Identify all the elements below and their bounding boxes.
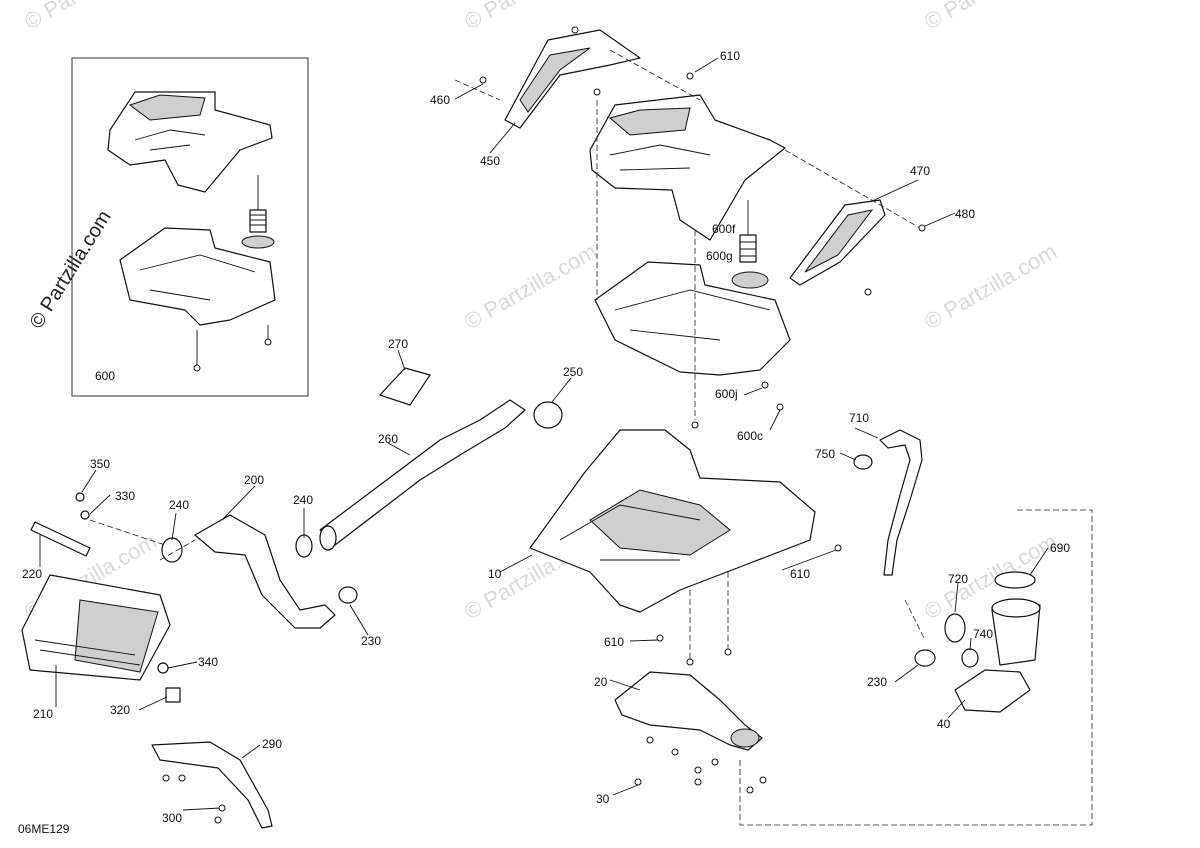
- upper-airbox: [589, 94, 786, 241]
- callout-230-left: 230: [361, 634, 381, 648]
- duct-20: [614, 671, 763, 751]
- callout-10: 10: [488, 567, 502, 581]
- callout-600: 600: [95, 369, 115, 383]
- leader-lines: [39, 57, 1049, 811]
- callout-330: 330: [115, 489, 135, 503]
- tube-260: [319, 399, 526, 551]
- watermark-main: © Partzilla.com: [26, 207, 116, 333]
- inset-lower-housing: [119, 227, 276, 365]
- inset-upper-housing: [107, 91, 273, 193]
- callout-710: 710: [849, 411, 869, 425]
- alignment-lines: [89, 49, 926, 660]
- nut-340: [157, 662, 169, 674]
- callout-30: 30: [596, 792, 610, 806]
- callout-210: 210: [33, 707, 53, 721]
- callout-260: 260: [378, 432, 398, 446]
- rod-220: [30, 521, 91, 557]
- callout-230-right: 230: [867, 675, 887, 689]
- callout-470: 470: [910, 164, 930, 178]
- callout-200: 200: [244, 473, 264, 487]
- clamp-240-left: [161, 537, 183, 563]
- clamp-250: [533, 401, 563, 429]
- callout-600f: 600f: [712, 222, 736, 236]
- duct-270: [379, 367, 431, 406]
- callout-240-left: 240: [169, 498, 189, 512]
- callout-600g: 600g: [706, 249, 733, 263]
- callout-480: 480: [955, 207, 975, 221]
- callout-320: 320: [110, 703, 130, 717]
- clamp-240-right: [295, 534, 313, 558]
- spring-600g: [731, 200, 769, 289]
- callout-300: 300: [162, 811, 182, 825]
- dashed-outline-right: [739, 509, 1093, 826]
- callout-220: 220: [22, 567, 42, 581]
- inset-spring-bolt: [241, 175, 275, 249]
- bracket-290: [151, 741, 273, 829]
- callout-750: 750: [815, 447, 835, 461]
- watermark-tile: © Partzilla.com: [920, 0, 1061, 34]
- watermark-tile: © Partzilla.com: [460, 239, 601, 335]
- inset-frame-600: [71, 57, 309, 397]
- callout-20: 20: [594, 675, 608, 689]
- intercooler-210: [21, 574, 171, 681]
- base-10: [529, 429, 816, 613]
- callout-740: 740: [973, 627, 993, 641]
- canister-40: [954, 571, 1041, 713]
- callout-40: 40: [937, 717, 951, 731]
- callout-610-low: 610: [604, 635, 624, 649]
- bracket-320: [165, 687, 181, 703]
- callout-460: 460: [430, 93, 450, 107]
- callout-600j: 600j: [715, 387, 738, 401]
- clamp-230-left: [338, 586, 358, 604]
- callout-720: 720: [948, 572, 968, 586]
- screws: [162, 26, 926, 824]
- watermark-tile: © Partzilla.com: [460, 0, 601, 34]
- nut-350: [75, 492, 85, 502]
- hose-710: [879, 429, 923, 576]
- callout-290: 290: [262, 737, 282, 751]
- callout-350: 350: [90, 457, 110, 471]
- cover-470: [789, 199, 886, 286]
- callout-690: 690: [1050, 541, 1070, 555]
- lower-airbox: [594, 261, 791, 376]
- callout-610-mid: 610: [790, 567, 810, 581]
- callout-270: 270: [388, 337, 408, 351]
- watermark-tile: © Partzilla.com: [920, 239, 1061, 335]
- callout-340: 340: [198, 655, 218, 669]
- clamp-230-right: [914, 649, 936, 667]
- fitting-720: [944, 613, 966, 643]
- callout-610-top: 610: [720, 49, 740, 63]
- fitting-740: [961, 648, 979, 668]
- washer-330: [80, 510, 90, 520]
- watermark-tile: © Partzilla.com: [20, 0, 161, 34]
- fitting-750: [853, 454, 873, 470]
- callout-240-right: 240: [293, 493, 313, 507]
- callout-250: 250: [563, 365, 583, 379]
- hose-200: [194, 514, 336, 629]
- cover-450: [504, 29, 641, 129]
- callout-450: 450: [480, 154, 500, 168]
- callout-labels: 600 610 460 450 470 480 600f 600g 270 25…: [18, 49, 1070, 836]
- callout-600c: 600c: [737, 429, 763, 443]
- diagram-id: 06ME129: [18, 822, 70, 836]
